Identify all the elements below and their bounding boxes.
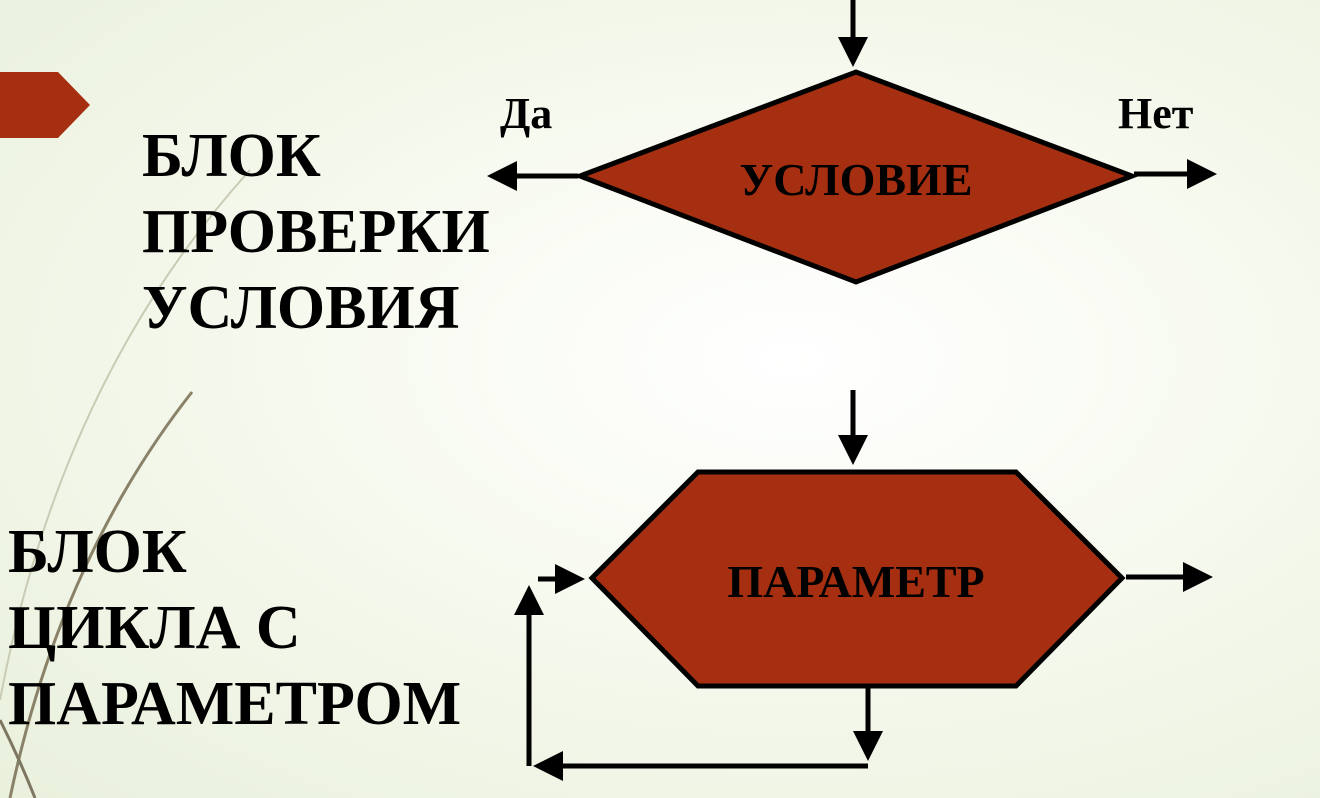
title-line: БЛОК	[8, 518, 187, 586]
decorative-curve	[8, 391, 194, 798]
condition-label: УСЛОВИЕ	[739, 154, 973, 205]
condition-diamond	[572, 69, 1140, 285]
yes-label: Да	[500, 89, 553, 138]
no-label: Нет	[1118, 89, 1194, 138]
title-line: УСЛОВИЯ	[142, 274, 460, 342]
loop-parameter-label: ПАРАМЕТР	[727, 556, 985, 607]
loop-block-title: БЛОК ЦИКЛА С ПАРАМЕТРОМ	[8, 514, 461, 742]
condition-block-title: БЛОК ПРОВЕРКИ УСЛОВИЯ	[142, 118, 490, 346]
title-line: ПРОВЕРКИ	[142, 198, 490, 266]
title-line: ЦИКЛА С	[8, 594, 301, 662]
accent-tab	[0, 72, 90, 138]
decorative-curve	[0, 719, 37, 798]
title-line: БЛОК	[142, 122, 321, 190]
loop-hexagon	[588, 469, 1126, 689]
title-line: ПАРАМЕТРОМ	[8, 670, 462, 738]
decorative-curve	[0, 169, 251, 701]
